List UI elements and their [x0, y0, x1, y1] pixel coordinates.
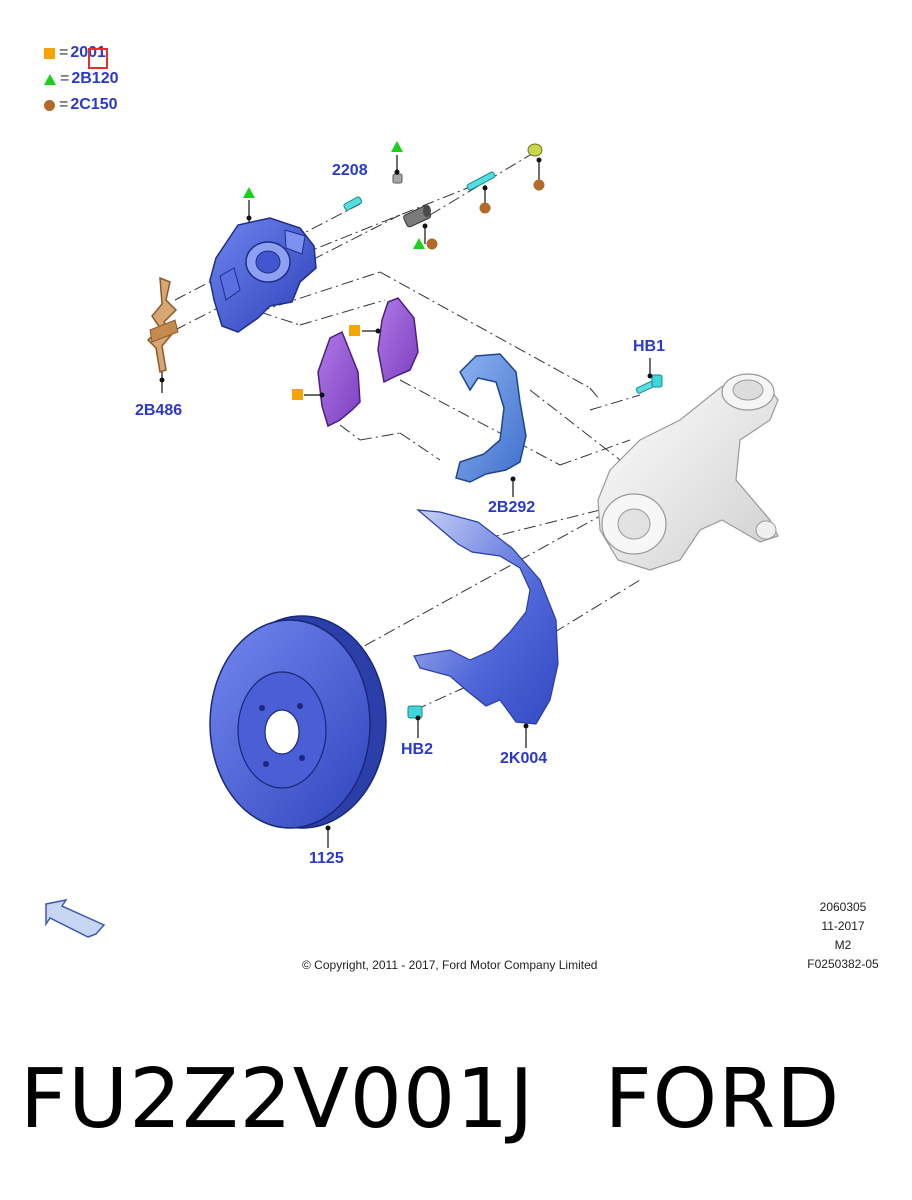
caliper-bracket-part — [455, 353, 527, 483]
bolt-hb2-part — [407, 705, 423, 719]
brand-name: FORD — [604, 1052, 841, 1147]
callout-hb2[interactable]: HB2 — [401, 741, 434, 758]
caliper-body-part — [209, 217, 317, 333]
diagram-reference: F0250382-05 — [807, 957, 879, 971]
triangle-icon — [44, 73, 56, 85]
triangle-marker — [391, 141, 403, 152]
leader-dots — [159, 157, 653, 831]
legend-row-2b120: = 2B120 — [44, 68, 119, 90]
triangle-marker — [413, 238, 425, 249]
diagram-date: 11-2017 — [821, 919, 865, 933]
guide-pin-long-part — [466, 171, 496, 191]
part-number: FU2Z2V001J — [20, 1052, 535, 1147]
spring-clip-part — [146, 276, 179, 373]
triangle-marker — [243, 187, 255, 198]
selection-highlight-box — [88, 48, 108, 69]
callout-2208[interactable]: 2208 — [332, 162, 368, 179]
guide-pin-2208 — [343, 196, 363, 211]
callout-2b292[interactable]: 2B292 — [488, 499, 536, 516]
callout-2b486[interactable]: 2B486 — [135, 402, 183, 419]
legend-equals: = — [60, 70, 70, 87]
legend-code[interactable]: 2C150 — [70, 96, 118, 113]
brake-pad-outer — [317, 330, 361, 428]
bleed-cap-part — [527, 143, 543, 157]
diagram-model: M2 — [834, 938, 852, 952]
orientation-arrow-icon — [45, 898, 106, 938]
diagram-id: 2060305 — [819, 900, 867, 914]
circle-marker — [533, 179, 545, 191]
exploded-brake-diagram — [45, 141, 779, 938]
legend-row-2c150: = 2C150 — [44, 94, 118, 116]
legend-code[interactable]: 2B120 — [71, 70, 119, 87]
square-icon — [44, 47, 55, 59]
circle-icon — [44, 99, 55, 111]
small-bolt-part — [392, 173, 403, 184]
copyright-notice: © Copyright, 2011 - 2017, Ford Motor Com… — [302, 958, 598, 972]
callout-2k004[interactable]: 2K004 — [500, 750, 548, 767]
callout-hb1[interactable]: HB1 — [633, 338, 666, 355]
caption: FU2Z2V001J FORD — [20, 1052, 840, 1147]
circle-marker — [426, 238, 438, 250]
square-marker — [292, 389, 303, 400]
legend-equals: = — [59, 44, 69, 61]
brake-pad-inner — [377, 297, 419, 384]
guide-pin-housing-part — [403, 205, 432, 228]
steering-knuckle-part — [597, 373, 779, 571]
square-marker — [349, 325, 360, 336]
bolt-hb1-part — [635, 374, 663, 394]
dust-shield-part — [413, 509, 559, 725]
circle-marker — [479, 202, 491, 214]
brake-disc-part — [209, 615, 387, 829]
callout-1125[interactable]: 1125 — [309, 850, 344, 867]
legend-equals: = — [59, 96, 69, 113]
